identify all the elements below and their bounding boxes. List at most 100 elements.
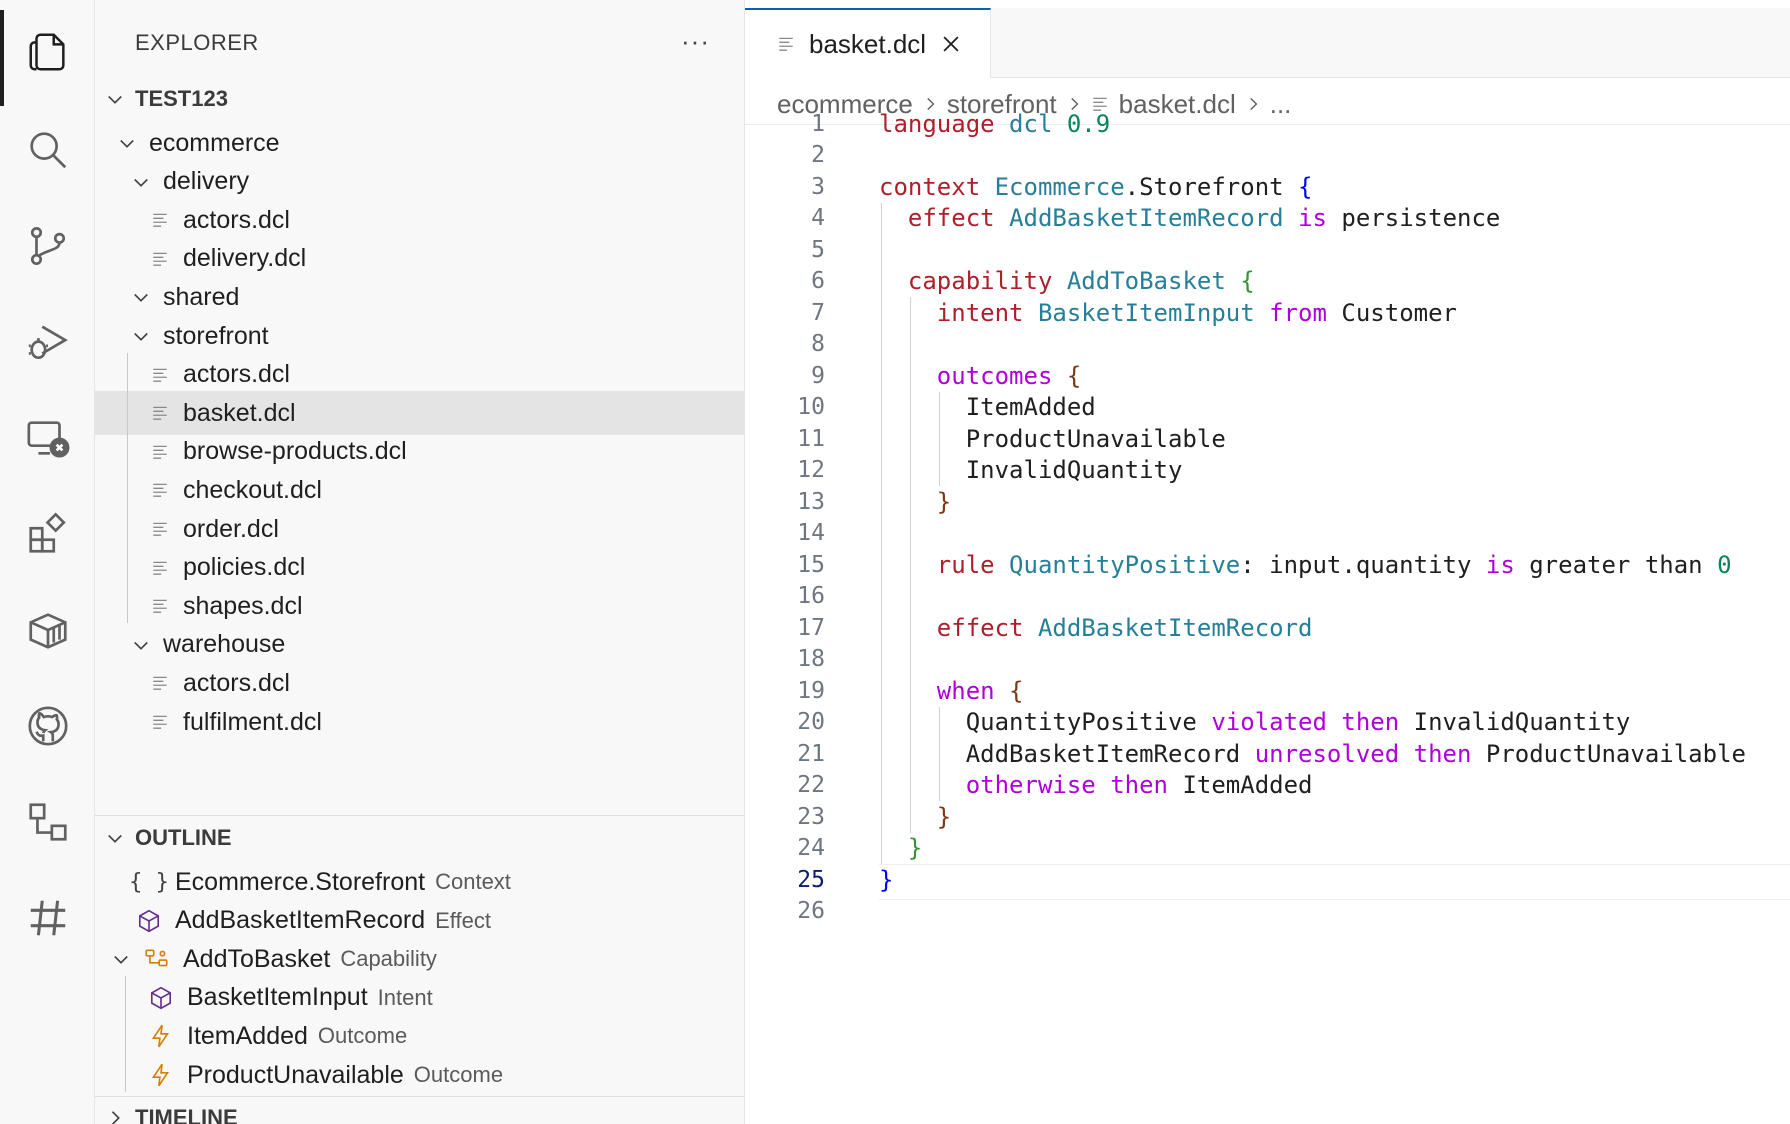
hash-icon[interactable] <box>0 870 95 966</box>
timeline-header[interactable]: TIMELINE <box>95 1096 744 1124</box>
line-number: 14 <box>797 520 825 547</box>
line-number: 2 <box>811 142 825 169</box>
chevron-down-icon <box>127 287 155 307</box>
folder-item[interactable]: warehouse <box>95 623 744 667</box>
code-token: effect <box>936 613 1024 642</box>
code-line: 20 QuantityPositive violated then Invali… <box>745 707 1790 739</box>
file-item[interactable]: actors.dcl <box>95 198 744 242</box>
line-number: 18 <box>797 646 825 673</box>
code-line: 11 ProductUnavailable <box>745 423 1790 455</box>
breadcrumb-item[interactable]: storefront <box>946 88 1057 119</box>
line-number: 17 <box>797 614 825 641</box>
file-item[interactable]: shapes.dcl <box>95 584 744 628</box>
tab-basket-dcl[interactable]: basket.dcl <box>745 8 991 78</box>
chevron-down-icon <box>127 635 155 655</box>
folder-item[interactable]: ecommerce <box>95 121 744 165</box>
breadcrumb: ecommerce storefront basket.dcl ... <box>777 82 1291 126</box>
line-number: 3 <box>811 173 825 200</box>
code-line: 13 } <box>745 486 1790 518</box>
file-item[interactable]: browse-products.dcl <box>95 430 744 474</box>
close-icon[interactable] <box>940 33 962 55</box>
line-number: 11 <box>797 425 825 452</box>
breadcrumb-item[interactable]: ecommerce <box>777 88 913 119</box>
explorer-icon[interactable] <box>0 4 95 106</box>
folder-item[interactable]: shared <box>95 275 744 319</box>
breadcrumb-item[interactable]: basket.dcl <box>1118 88 1236 119</box>
file-item[interactable]: checkout.dcl <box>95 468 744 512</box>
workspace-name: TEST123 <box>135 86 228 111</box>
code-token <box>879 834 908 862</box>
code-token: language <box>879 109 995 138</box>
file-lines-icon <box>777 35 795 53</box>
code-token: outcomes <box>936 361 1053 390</box>
code-token: { <box>1240 267 1255 296</box>
code-token: AddToBasket <box>1066 267 1226 296</box>
code-token <box>1327 708 1341 736</box>
outline-item-kind: Intent <box>377 984 433 1010</box>
extensions-icon[interactable] <box>0 486 95 582</box>
file-lines-icon <box>151 674 173 692</box>
code-token <box>1226 267 1240 295</box>
workspace-header[interactable]: TEST123 <box>95 77 744 121</box>
code-token: .Storefront <box>1124 172 1299 201</box>
indent-guide <box>127 352 128 623</box>
source-control-icon[interactable] <box>0 198 95 294</box>
code-token: then <box>1413 739 1472 768</box>
github-icon[interactable] <box>0 678 95 774</box>
file-item[interactable]: actors.dcl <box>95 353 744 397</box>
code-token: : input.quantity <box>1240 550 1486 579</box>
code-token: ProductUnavailable <box>879 424 1226 453</box>
code-token: violated <box>1211 708 1327 737</box>
packages-icon[interactable] <box>0 582 95 678</box>
code-token: is <box>1298 204 1327 233</box>
folder-item[interactable]: storefront <box>95 314 744 358</box>
file-lines-icon <box>1091 95 1109 113</box>
outline-item-label: Ecommerce.Storefront <box>175 867 426 896</box>
file-item[interactable]: delivery.dcl <box>95 237 744 281</box>
tree-item-label: order.dcl <box>183 514 279 543</box>
code-text: effect AddBasketItemRecord is persistenc… <box>879 204 1500 232</box>
file-lines-icon <box>151 366 173 384</box>
remote-explorer-icon[interactable] <box>0 390 95 486</box>
code-token <box>1052 362 1066 390</box>
code-token: context <box>879 172 981 201</box>
line-number: 5 <box>811 236 825 263</box>
lightning-icon <box>147 1062 175 1088</box>
tree-item-label: shared <box>163 282 240 311</box>
run-debug-icon[interactable] <box>0 294 95 390</box>
outline-header[interactable]: OUTLINE <box>95 816 744 860</box>
chevron-down-icon <box>107 949 135 969</box>
folder-item[interactable]: delivery <box>95 160 744 204</box>
file-item[interactable]: actors.dcl <box>95 661 744 705</box>
search-icon[interactable] <box>0 102 95 198</box>
code-text: rule QuantityPositive: input.quantity is… <box>879 551 1732 579</box>
file-lines-icon <box>151 250 173 268</box>
code-token <box>1399 740 1413 768</box>
file-item[interactable]: fulfilment.dcl <box>95 700 744 744</box>
breadcrumb-item[interactable]: ... <box>1269 88 1292 119</box>
code-token: { <box>1066 361 1082 390</box>
timeline-title: TIMELINE <box>135 1105 238 1124</box>
file-lines-icon <box>151 559 173 577</box>
file-lines-icon <box>151 713 173 731</box>
cube-icon <box>147 985 175 1011</box>
code-text: } <box>879 834 922 862</box>
file-item[interactable]: basket.dcl <box>95 391 744 436</box>
code-token: ItemAdded <box>879 393 1096 422</box>
line-number: 15 <box>797 551 825 578</box>
file-item[interactable]: order.dcl <box>95 507 744 551</box>
more-actions-icon[interactable]: ··· <box>681 26 710 56</box>
file-item[interactable]: policies.dcl <box>95 546 744 590</box>
tree-item-label: policies.dcl <box>183 553 306 582</box>
code-token <box>1284 204 1298 232</box>
diagram-icon[interactable] <box>0 774 95 870</box>
chevron-right-icon <box>1065 95 1083 113</box>
